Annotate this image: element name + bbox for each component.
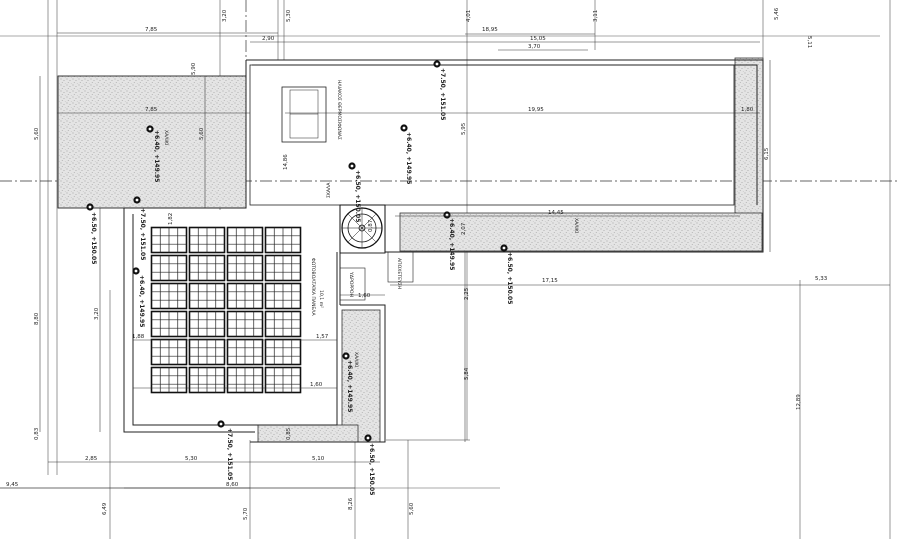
dim-1289: 12,89 (796, 394, 802, 410)
level-text-5: +7.50, +151.05 (139, 208, 146, 260)
dim-top-530: 5,30 (286, 9, 292, 22)
dim-top-320: 3,20 (222, 9, 228, 22)
dim-616: 6,15 (764, 147, 770, 160)
dim-top-546: 5,46 (774, 7, 780, 20)
dim-1715: 17,15 (542, 278, 558, 284)
dim-160: 1,60 (358, 293, 371, 299)
dim-157: 1,57 (316, 334, 329, 340)
level-marker-dot (134, 269, 138, 273)
level-text-12: +6.40, +149.95 (346, 360, 353, 412)
dim-087: 0,87 (368, 219, 374, 232)
dim-207: 2,07 (461, 222, 467, 235)
dim-1505: 15,05 (530, 36, 546, 42)
label-gravel-c: ΧΑΛΙΚΙ (353, 352, 359, 367)
dim-945: 9,45 (6, 482, 19, 488)
level-marker-dot (148, 127, 152, 131)
label-pv-area: 10,1 m² (318, 290, 324, 308)
gravel-area-left (57, 75, 247, 209)
dim-530b: 5,30 (185, 456, 198, 462)
level-marker-dot (344, 354, 348, 358)
dim-560-left: 5,60 (34, 127, 40, 140)
dim-595: 5,95 (461, 122, 467, 135)
dim-860: 8,60 (226, 482, 239, 488)
dim-188: 1,88 (132, 334, 145, 340)
dim-584: 5,84 (464, 367, 470, 380)
dim-180: 1,80 (741, 107, 754, 113)
level-text-4: +6.50, +150.05 (354, 170, 361, 222)
dimension-texts: 7,85 3,20 5,30 4,01 3,11 5,46 18,95 15,0… (6, 7, 828, 520)
gravel-areas (57, 57, 764, 443)
dim-511: 5,11 (806, 36, 812, 48)
level-marker-dot (88, 205, 92, 209)
level-text-8: +6.50, +150.05 (506, 252, 513, 304)
dim-top-311: 3,11 (593, 10, 599, 22)
dim-1995-mid: 19,95 (528, 107, 544, 113)
label-note-a: ΑΠΟΧΕΤΕΥΣΗ (396, 258, 402, 289)
level-text-3: +6.40, +149.95 (153, 130, 160, 182)
dim-560b: 5,60 (409, 502, 415, 515)
level-marker-dot (445, 213, 449, 217)
pv-panel-array (150, 226, 302, 394)
level-marker-dot (435, 62, 439, 66)
gravel-area-bottom-strip (257, 424, 359, 443)
dim-826: 8,26 (348, 497, 354, 510)
gravel-area-mid (399, 212, 763, 252)
dim-285: 2,85 (85, 456, 98, 462)
dim-590: 5,90 (191, 62, 197, 75)
dim-top-785: 7,85 (145, 27, 158, 33)
spiral-stair (339, 204, 386, 254)
dim-182: 1,82 (168, 213, 174, 225)
level-text-11: +6.50, +150.05 (368, 443, 375, 495)
dim-160b: 1,60 (310, 382, 323, 388)
level-marker-dot (219, 422, 223, 426)
label-note-b: ΥΔΡΟΡΡΟΗ (348, 271, 354, 297)
dim-785-mid: 7,85 (145, 107, 158, 113)
level-marker-dot (402, 126, 406, 130)
label-stair: ΣΚΑΛΑ (326, 182, 332, 198)
gravel-area-bottom (341, 309, 381, 443)
level-markers (86, 60, 508, 442)
label-gravel-a: ΧΑΛΙΚΙ (163, 130, 169, 145)
level-text-1: +7.50, +151.05 (439, 68, 446, 120)
level-text-2: +6.40, +149.95 (405, 132, 412, 184)
level-text-9: +6.40, +149.95 (138, 275, 145, 327)
dim-290: 2,90 (262, 36, 275, 42)
dim-083: 0,83 (34, 427, 40, 440)
level-text-10: +7.50, +151.05 (226, 428, 233, 480)
level-marker-dot (366, 436, 370, 440)
dim-1445: 14,45 (548, 210, 564, 216)
label-gravel-b: ΧΑΛΙΚΙ (573, 218, 579, 233)
drawing-labels: ΗΛΙΑΚΟΣ ΘΕΡΜΟΣΙΦΩΝΑΣ ΦΩΤΟΒΟΛΤΑΪΚΑ ΠΑΝΕΛΑ… (163, 80, 579, 367)
dim-370: 3,70 (528, 44, 541, 50)
building-outlines (57, 59, 764, 443)
dim-085: 0,85 (286, 427, 292, 440)
level-text-6: +6.40, +149.95 (448, 218, 455, 270)
level-marker-dot (502, 246, 506, 250)
dim-880: 8,80 (34, 312, 40, 325)
dim-533: 5,33 (815, 276, 828, 282)
dimension-lines (0, 32, 890, 489)
dim-top-401: 4,01 (466, 10, 472, 22)
dim-1486: 14,86 (283, 154, 289, 170)
dim-1895: 18,95 (482, 27, 498, 33)
level-marker-dot (135, 198, 139, 202)
dim-649: 6,49 (102, 502, 108, 515)
level-texts: +7.50, +151.05 +6.40, +149.95 +6.40, +14… (90, 68, 513, 495)
dim-560-mid: 5,60 (199, 127, 205, 140)
level-marker-dot (350, 164, 354, 168)
level-text-7: +6.50, +150.05 (90, 212, 97, 264)
dim-320-left: 3,20 (94, 307, 100, 320)
dim-225: 2,25 (464, 287, 470, 300)
label-pv-panels: ΦΩΤΟΒΟΛΤΑΪΚΑ ΠΑΝΕΛΑ (310, 258, 317, 316)
label-roof-room: ΗΛΙΑΚΟΣ ΘΕΡΜΟΣΙΦΩΝΑΣ (336, 80, 342, 140)
dim-570: 5,70 (243, 507, 249, 520)
dim-510: 5,10 (312, 456, 325, 462)
